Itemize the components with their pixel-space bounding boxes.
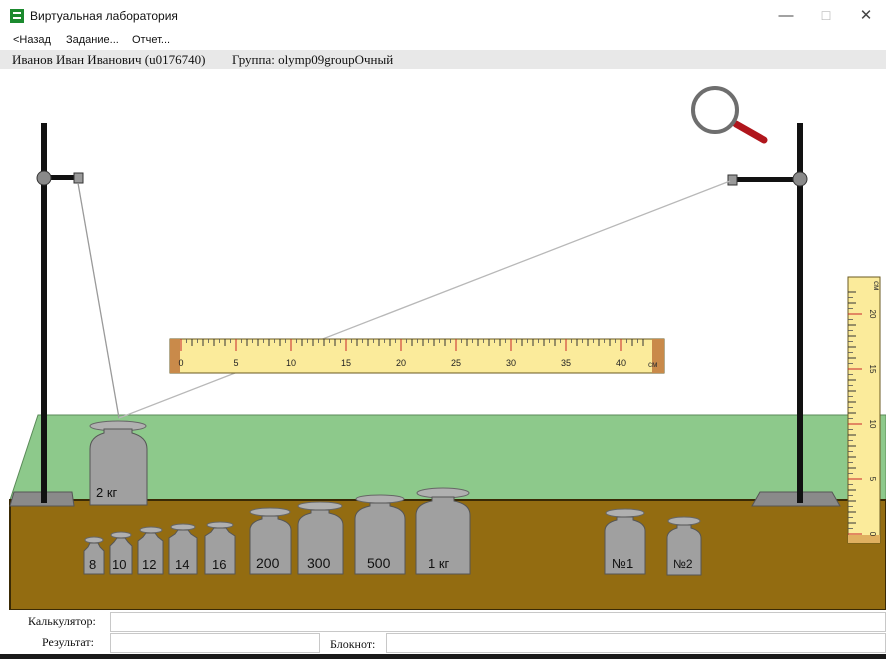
weight-label: 500 [367, 555, 391, 571]
right-stand [727, 123, 841, 507]
weight-16[interactable]: 16 [204, 521, 236, 575]
weight-label: №2 [673, 557, 693, 571]
weight-500[interactable]: 500 [354, 494, 406, 575]
weight-label: 14 [175, 557, 189, 572]
ruler-label: 30 [506, 358, 516, 368]
ruler-label: 5 [868, 477, 877, 482]
ruler-label: 0 [868, 532, 877, 537]
app-icon [10, 9, 24, 23]
notepad-label: Блокнот: [330, 637, 376, 651]
right-clamp[interactable] [727, 174, 738, 186]
title-bar: Виртуальная лаборатория — ☐ ✕ [0, 0, 886, 32]
table-top [9, 414, 886, 501]
ruler-label: 15 [341, 358, 351, 368]
ruler-unit-h: см [648, 360, 658, 369]
weight-300[interactable]: 300 [297, 501, 344, 575]
weight-label: 200 [256, 555, 280, 571]
weight-8[interactable]: 8 [83, 536, 105, 575]
thread-left [77, 182, 120, 419]
ruler-label: 15 [868, 365, 877, 374]
close-button[interactable]: ✕ [859, 7, 873, 24]
ruler-label: 10 [286, 358, 296, 368]
left-clamp[interactable] [73, 172, 84, 184]
user-info-bar: Иванов Иван Иванович (u0176740) Группа: … [0, 50, 886, 69]
ruler-label: 5 [233, 358, 238, 368]
bottom-border [0, 654, 886, 659]
lab-scene: 0 5 10 15 20 25 30 35 40 см 0 5 10 15 20 см 2 кг 8 1… [0, 69, 886, 611]
result-label: Результат: [42, 635, 94, 649]
ruler-unit-v: см [872, 281, 881, 291]
weight-label: 300 [307, 555, 331, 571]
left-stand [9, 123, 84, 507]
result-field[interactable] [110, 633, 320, 653]
weight-10[interactable]: 10 [109, 531, 133, 575]
weight-12[interactable]: 12 [137, 526, 164, 575]
menu-report[interactable]: Отчет... [132, 34, 171, 46]
ruler-label: 40 [616, 358, 626, 368]
maximize-button[interactable]: ☐ [820, 9, 832, 23]
ruler-vertical[interactable]: 0 5 10 15 20 см [847, 276, 881, 544]
weight-label: 16 [212, 557, 226, 572]
weight-label: 1 кг [428, 556, 450, 571]
magnifier-icon[interactable] [691, 86, 768, 144]
menu-task[interactable]: Задание... [66, 34, 119, 46]
user-name: Иванов Иван Иванович (u0176740) [12, 52, 206, 67]
weight-label: 10 [112, 557, 126, 572]
thread-right [118, 180, 731, 419]
weight-label: №1 [612, 556, 633, 571]
ruler-horizontal[interactable]: 0 5 10 15 20 25 30 35 40 см [169, 338, 665, 374]
calculator-input[interactable] [110, 612, 886, 632]
weight-label: 8 [89, 557, 96, 572]
ruler-label: 35 [561, 358, 571, 368]
calculator-label: Калькулятор: [28, 614, 96, 628]
weight-unknown-1[interactable]: №1 [604, 508, 646, 575]
notepad-input[interactable] [386, 633, 886, 653]
weight-2kg[interactable]: 2 кг [89, 420, 148, 506]
menu-bar: <Назад Задание... Отчет... [0, 32, 886, 50]
bottom-panel: Калькулятор: Результат: Блокнот: [0, 610, 886, 659]
user-group: Группа: olymp09groupОчный [232, 52, 394, 67]
weight-label: 2 кг [96, 485, 118, 500]
weight-1kg[interactable]: 1 кг [415, 487, 471, 575]
menu-back[interactable]: <Назад [13, 34, 51, 46]
weight-14[interactable]: 14 [168, 523, 198, 575]
ruler-label: 10 [868, 420, 877, 429]
weight-200[interactable]: 200 [249, 507, 292, 575]
ruler-label: 20 [396, 358, 406, 368]
weight-unknown-2[interactable]: №2 [666, 516, 702, 576]
ruler-label: 20 [868, 310, 877, 319]
lab-canvas: 0 5 10 15 20 25 30 35 40 см 0 5 10 15 20 см 2 кг 8 1… [9, 86, 886, 611]
weight-label: 12 [142, 557, 156, 572]
window-title: Виртуальная лаборатория [30, 9, 178, 23]
ruler-label: 0 [178, 358, 183, 368]
ruler-label: 25 [451, 358, 461, 368]
minimize-button[interactable]: — [778, 7, 794, 24]
